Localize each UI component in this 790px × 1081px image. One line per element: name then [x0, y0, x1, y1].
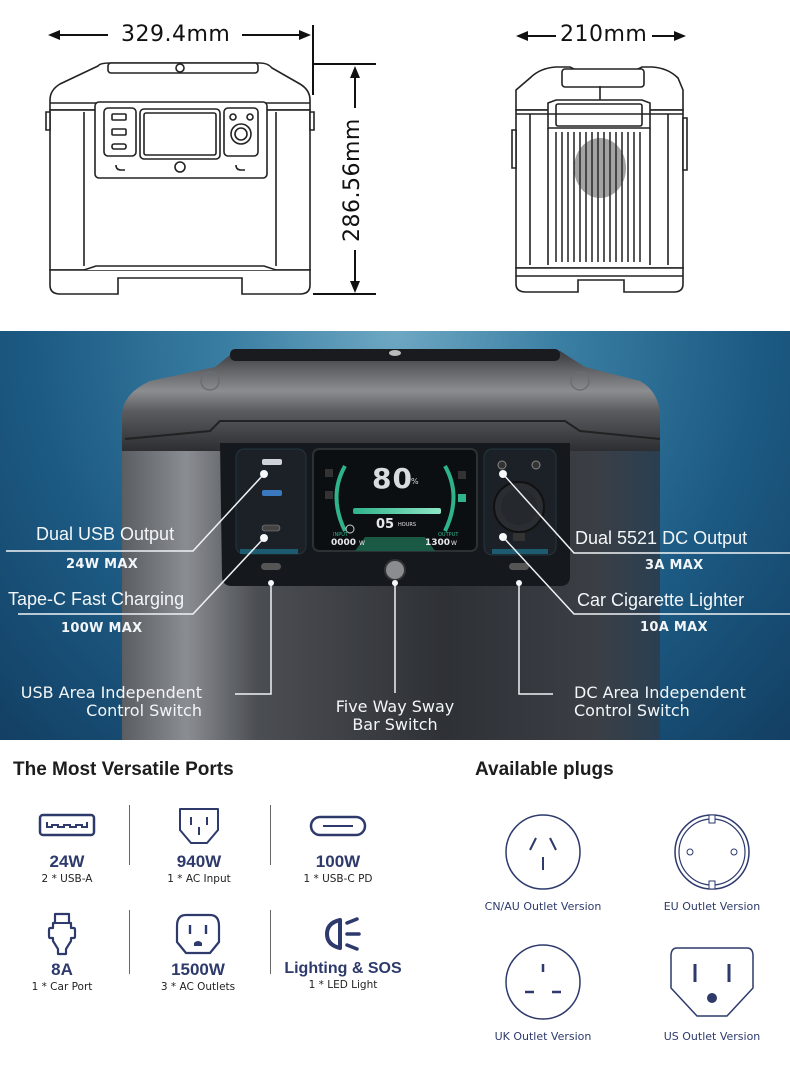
- callout-type-c-spec: 100W MAX: [61, 621, 143, 636]
- port-item-car-port: 8A 1 * Car Port: [0, 912, 127, 993]
- product-photo: 80 % 05 HOURS INPUT 0000 W OUTPUT 1300 W…: [0, 331, 790, 740]
- usb-a-port-1: [262, 459, 282, 465]
- port-item-usb-a: 24W 2 * USB-A: [2, 804, 132, 885]
- side-view-drawing: [511, 66, 688, 293]
- callout-car-lighter-title: Car Cigarette Lighter: [577, 590, 745, 610]
- callout-dc-output-spec: 3A MAX: [645, 558, 704, 573]
- usb-a-port-2: [262, 490, 282, 496]
- side-depth-label: 210mm: [560, 22, 648, 47]
- plug-item-us: US Outlet Version: [637, 942, 787, 1043]
- dc-switch: [509, 563, 529, 570]
- input-unit: W: [359, 540, 365, 547]
- divider: [270, 910, 271, 974]
- port-item-ac-input: 940W 1 * AC Input: [134, 804, 264, 885]
- uk-outlet-icon: [468, 942, 618, 1022]
- height-label: 286.56mm: [340, 118, 365, 242]
- port-item-led-light: Lighting & SOS 1 * LED Light: [278, 912, 408, 991]
- car-port-icon: [0, 912, 127, 956]
- percent-symbol: %: [411, 477, 419, 486]
- callout-dc-switch: DC Area Independent Control Switch: [574, 683, 746, 720]
- plug-item-uk: UK Outlet Version: [468, 942, 618, 1043]
- port-item-usb-c: 100W 1 * USB-C PD: [273, 804, 403, 885]
- input-value: 0000: [331, 538, 357, 548]
- usb-a-icon: [2, 804, 132, 848]
- divider: [129, 910, 130, 974]
- plug-item-eu: EU Outlet Version: [637, 812, 787, 913]
- divider: [270, 805, 271, 865]
- us-outlet-icon: [637, 942, 787, 1022]
- output-unit: W: [451, 540, 457, 547]
- output-label: OUTPUT: [438, 532, 459, 538]
- battery-bar: [353, 508, 441, 514]
- output-value: 1300: [425, 538, 451, 548]
- side-vent-fins: [555, 132, 641, 262]
- callout-dc-output-title: Dual 5521 DC Output: [575, 528, 748, 548]
- cn-au-outlet-icon: [468, 812, 618, 892]
- callout-dual-usb-title: Dual USB Output: [36, 524, 175, 544]
- front-width-label: 329.4mm: [121, 22, 231, 47]
- callout-lines: [6, 473, 790, 695]
- ac-input-icon: [134, 804, 264, 848]
- plug-item-cn-au: CN/AU Outlet Version: [468, 812, 618, 913]
- callout-five-way: Five Way Sway Bar Switch: [335, 697, 455, 734]
- battery-percent: 80: [372, 462, 413, 495]
- ports-title: The Most Versatile Ports: [13, 759, 234, 780]
- dimension-drawings: 329.4mm 286.56mm 210mm: [0, 0, 790, 320]
- usb-c-port: [261, 524, 281, 532]
- callout-usb-switch: USB Area Independent Control Switch: [20, 683, 202, 720]
- eu-outlet-icon: [637, 812, 787, 892]
- side-fan-shadow: [574, 138, 626, 198]
- power-station-render: [6, 349, 790, 740]
- front-view-drawing: [45, 62, 315, 295]
- callout-car-lighter-spec: 10A MAX: [640, 620, 708, 635]
- device-top-shell: [122, 351, 660, 451]
- dimension-lines: [45, 25, 688, 295]
- callout-type-c-title: Tape-C Fast Charging: [8, 589, 185, 609]
- hours-label: HOURS: [398, 522, 417, 528]
- plugs-title: Available plugs: [475, 759, 614, 780]
- five-way-button: [384, 559, 406, 581]
- callout-dual-usb-spec: 24W MAX: [66, 557, 139, 572]
- usb-c-icon: [273, 804, 403, 848]
- ac-outlet-icon: [133, 912, 263, 956]
- callout-dots: [260, 470, 522, 586]
- dc5521-port-2: [531, 460, 541, 470]
- dc5521-port-1: [497, 460, 507, 470]
- input-label: INPUT: [333, 532, 348, 538]
- divider: [129, 805, 130, 865]
- remaining-hours: 05: [376, 517, 395, 532]
- led-light-icon: [278, 912, 408, 956]
- usb-switch: [261, 563, 281, 570]
- port-item-ac-outlet: 1500W 3 * AC Outlets: [133, 912, 263, 993]
